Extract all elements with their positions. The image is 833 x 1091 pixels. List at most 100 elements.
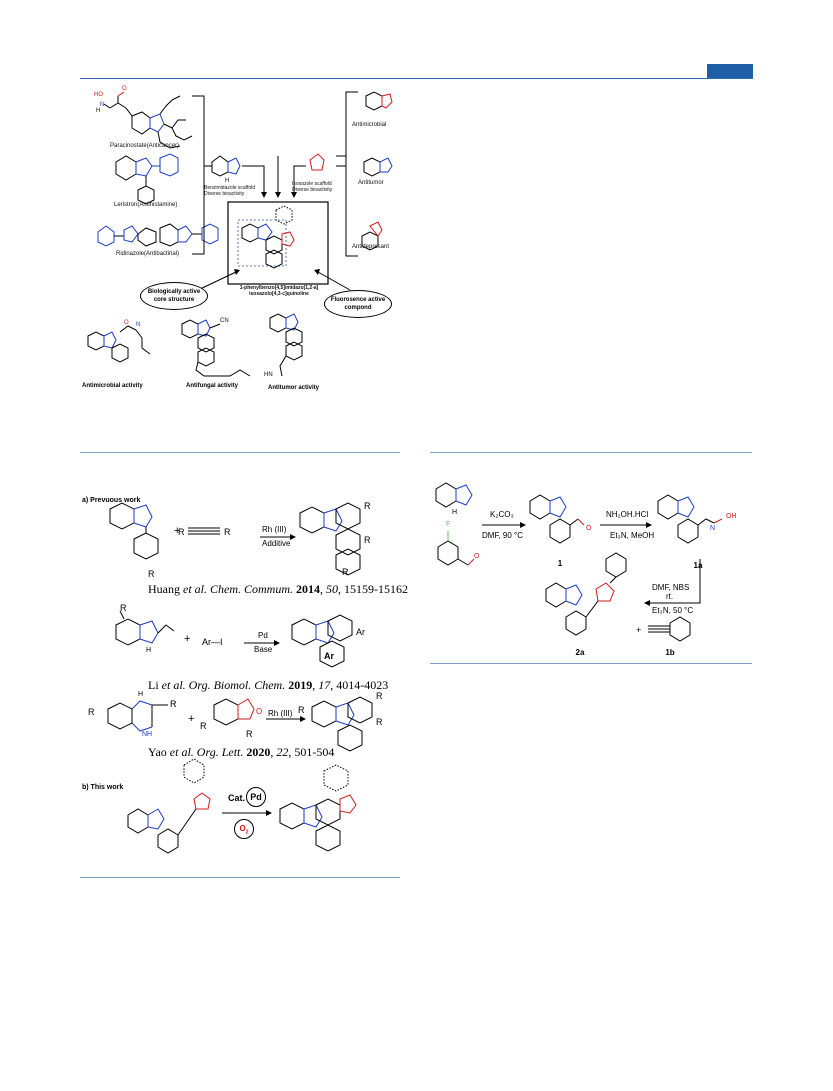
r1-product-r3: R xyxy=(364,535,371,545)
ref-1-volume: 50 xyxy=(326,582,338,596)
ref-2-pages: 4014-4023 xyxy=(336,678,389,692)
reaction2-product xyxy=(291,614,353,668)
r2-ar-i: Ar—I xyxy=(202,637,223,647)
ref-3-volume: 22 xyxy=(276,745,289,759)
paracinostate-label: Paracinostate(Anticancer) xyxy=(110,143,180,149)
ref-2: Li et al. Org. Biomol. Chem. 2019, 17, 4… xyxy=(148,678,389,692)
paracinostate-atom-o: O xyxy=(122,86,127,92)
r1-product-r2: R xyxy=(364,501,371,511)
ridinazole-structure xyxy=(97,223,219,247)
ref-2-journal: Org. Biomol. Chem. xyxy=(188,678,286,692)
r3-h: H xyxy=(138,691,144,698)
compound-1 xyxy=(529,494,585,544)
isoxazole-caption-line1: Isoxazole scaffold xyxy=(292,181,332,187)
catalyst-pd-circle: Pd xyxy=(246,787,266,807)
oval-right-text: Fluorosence active compond xyxy=(330,297,386,311)
figure-1-drawing xyxy=(87,91,393,377)
ref-1: Huang et al. Chem. Commum. 2014, 50, 151… xyxy=(148,582,408,596)
right-scheme-bottom-rule xyxy=(430,663,752,664)
section-b-label: b) This work xyxy=(82,784,124,791)
antitumor-label: Antitumor xyxy=(358,180,384,186)
header-rule xyxy=(80,78,753,79)
catalyst-o2-circle: O2 xyxy=(234,819,254,839)
catalyst-o2-text: O xyxy=(239,824,246,833)
atom-o-compound-1: O xyxy=(586,525,592,532)
core-name-line2: isoxazolo[4,3-c]quinoline xyxy=(249,291,309,297)
benzimidazole-caption-line1: Benzimidazole scaffold xyxy=(204,185,256,191)
left-scheme-drawing xyxy=(107,502,373,854)
compound-1b xyxy=(648,616,691,642)
antimicrobial-activity-structure xyxy=(87,325,151,363)
left-scheme-top-rule xyxy=(80,452,400,453)
ref-2-author: Li xyxy=(148,678,159,692)
r2-cond-bottom: Base xyxy=(254,645,273,654)
compound-2a xyxy=(545,552,627,636)
paracinostate-atom-h: H xyxy=(96,108,101,114)
reaction3-product xyxy=(311,696,373,752)
core-structure xyxy=(241,205,295,269)
label-compound-1a: 1a xyxy=(693,561,703,570)
r2-cond-top: Pd xyxy=(258,631,268,640)
catalyst-o2-sub: 2 xyxy=(245,829,249,836)
core-name-line1: 1-phenylbenzo[4,5]imidazo[1,2-a] xyxy=(239,285,319,291)
left-scheme: a) Prevuous work + R R Rh (III) Additive… xyxy=(80,455,408,875)
r3-r2: R xyxy=(170,699,177,709)
ref-3-journal: Org. Lett. xyxy=(196,745,244,759)
compound-1a xyxy=(657,494,723,544)
right-scheme-top-rule xyxy=(430,452,752,453)
label-compound-1: 1 xyxy=(557,559,563,568)
antifungal-atom-cn: CN xyxy=(220,318,229,324)
leristron-label: Leristron(Antihistamine) xyxy=(114,202,178,208)
oval-biologically-active: Biologically active core structure xyxy=(140,282,208,310)
label-compound-2a: 2a xyxy=(575,648,585,657)
r1-r3: R xyxy=(224,527,231,537)
r3-plus: + xyxy=(188,713,195,725)
isoxazole-scaffold xyxy=(309,153,325,171)
r3-cond-top: Rh (III) xyxy=(268,709,293,718)
leristron-structure xyxy=(115,153,179,205)
r2-product-ar-ring: Ar xyxy=(324,651,335,661)
step1-bottom: DMF, 90 °C xyxy=(482,531,523,540)
reaction1-product xyxy=(299,502,361,576)
benzimidazole-atom-h: H xyxy=(225,178,230,184)
r1-r1: R xyxy=(148,569,155,579)
this-work-product xyxy=(279,764,357,852)
r2-plus: + xyxy=(184,633,191,645)
paracinostate-atom-n: N xyxy=(100,102,105,108)
r3-r3: R xyxy=(200,721,207,731)
oval-left-text: Biologically active core structure xyxy=(147,289,201,303)
ref-3: Yao et al. Org. Lett. 2020, 22, 501-504 xyxy=(148,745,335,759)
ref-3-author: Yao xyxy=(148,745,167,759)
r3-product-r2: R xyxy=(376,691,383,701)
atom-f: F xyxy=(446,521,451,528)
r1-cond-top: Rh (III) xyxy=(262,525,287,534)
antitumor-atom-hn: HN xyxy=(264,372,273,378)
paracinostate-structure xyxy=(103,91,193,149)
antifungal-activity-structure xyxy=(181,319,251,377)
ref-1-etal: et al. xyxy=(183,582,207,596)
atom-plus: + xyxy=(636,625,642,635)
catalyst-cat-label: Cat. xyxy=(228,793,246,803)
benzimidazole-scaffold xyxy=(211,155,241,177)
r2-h: H xyxy=(146,647,152,654)
ref-2-volume: 17 xyxy=(318,678,331,692)
atom-n-oxime: N xyxy=(710,525,716,532)
isoxazole-caption-line2: Diverse bioactivity xyxy=(292,187,333,193)
right-scheme: H F O O OH N + K₂CO₃ DMF, 90 °C NH₂OH.HC… xyxy=(430,455,752,661)
r1-plus: + xyxy=(174,525,181,537)
antimicrobial-atom-o: O xyxy=(124,320,129,326)
step2-bottom: Et₃N, MeOH xyxy=(610,531,655,540)
this-work-substrate xyxy=(127,758,211,854)
r3-r4: R xyxy=(246,729,253,739)
antimicrobial-atom-n: N xyxy=(136,322,141,328)
reaction1-benzimidazole xyxy=(109,502,159,560)
reaction2-vinylbenzimidazole xyxy=(115,610,175,646)
r1-product-r1: R xyxy=(342,567,349,577)
r1-cond-bottom: Additive xyxy=(262,539,291,548)
reaction3-amidine xyxy=(107,700,168,732)
oval-fluorescence-active: Fluorosence active compond xyxy=(324,290,392,318)
label-compound-1b: 1b xyxy=(665,648,675,657)
r3-r1: R xyxy=(88,707,95,717)
benzimidazole-reactant xyxy=(435,482,473,508)
ridinazole-label: Ridinazole(Antibactirial) xyxy=(116,251,180,257)
